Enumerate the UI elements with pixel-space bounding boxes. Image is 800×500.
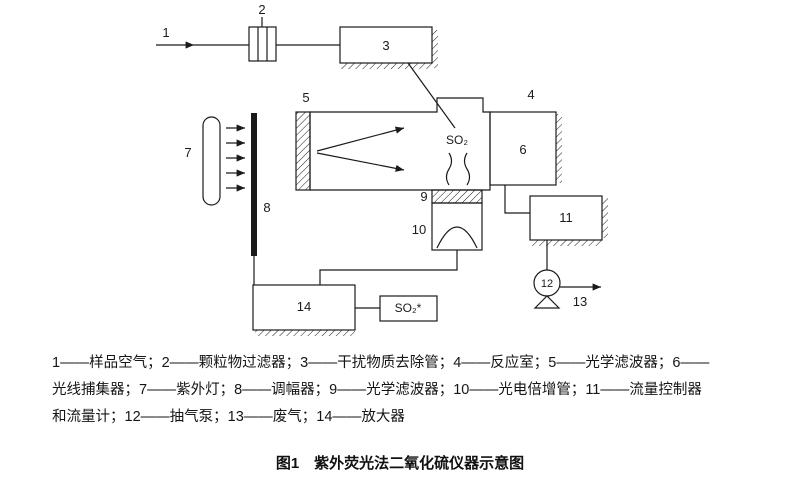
uv-lamp: 7 [184,116,245,206]
label-11: 11 [559,210,573,225]
uv-lamp-body [202,116,221,206]
particulate-filter-box [248,26,277,62]
label-3: 3 [382,38,389,53]
so2-label: SO₂ [446,133,468,147]
tube-hatch-bottom [341,63,432,69]
legend-line-2: 光线捕集器；7——紫外灯；8——调幅器；9——光学滤波器；10——光电倍增管；1… [52,382,702,398]
amplifier-hatch-bottom [255,330,355,336]
reaction-chamber-outline [309,97,491,191]
modulator-bar [251,113,257,256]
flow-controller-hatch-right [602,198,608,238]
label-14: 14 [297,299,311,314]
label-9: 9 [420,189,427,204]
label-10: 10 [412,222,426,237]
label-5: 5 [302,90,309,105]
legend-line-1: 1——样品空气；2——颗粒物过滤器；3——干扰物质去除管；4——反应室；5——光… [52,355,710,371]
modulator: 8 [251,113,271,285]
amplifier: 14 SO₂* [252,284,438,336]
optical-filter-5-strip [295,111,311,191]
legend: 1——样品空气；2——颗粒物过滤器；3——干扰物质去除管；4——反应室；5——光… [52,350,752,431]
label-7: 7 [184,145,191,160]
reaction-chamber: 4 SO₂ [309,87,535,191]
so2-output-label: SO₂* [395,301,422,315]
label-13: 13 [573,294,587,309]
figure-caption: 图1 紫外荧光法二氧化硫仪器示意图 [275,455,525,472]
light-trap: 6 [489,111,562,186]
label-6: 6 [519,142,526,157]
so2-output-box [379,295,438,322]
optical-filter-9-strip [431,189,483,204]
suction-pump: 12 13 [533,240,601,309]
optical-filter-excitation: 5 [295,90,311,191]
schematic-diagram: 1 2 3 7 [156,2,608,336]
interference-removal-tube: 3 [339,26,456,129]
label-4: 4 [527,87,534,102]
fluorescence-wave-right [463,152,471,186]
light-trap-hatch-right [556,114,562,183]
chamber-to-flow-controller-line [504,185,530,214]
fluorescence-wave-left [445,152,453,186]
photomultiplier-tube: 10 [319,202,483,285]
legend-line-3: 和流量计；12——抽气泵；13——废气；14——放大器 [52,409,405,425]
pmt-to-amplifier-line [319,250,458,285]
label-1: 1 [162,25,169,40]
label-8: 8 [263,200,270,215]
label-12: 12 [541,278,553,290]
flow-controller-hatch-bottom [532,240,602,246]
pump-base-triangle [533,295,561,309]
optical-filter-emission: 9 [420,189,483,204]
flow-controller: 11 [504,185,608,246]
label-2: 2 [258,2,265,17]
tube-hatch-right [432,30,438,68]
particulate-filter: 2 [248,2,340,62]
light-beam-lower [316,152,405,172]
light-beam-upper [316,126,405,152]
tube-to-chamber-line [407,62,456,129]
sample-air-inlet: 1 [156,25,249,49]
pmt-dome [436,226,478,249]
